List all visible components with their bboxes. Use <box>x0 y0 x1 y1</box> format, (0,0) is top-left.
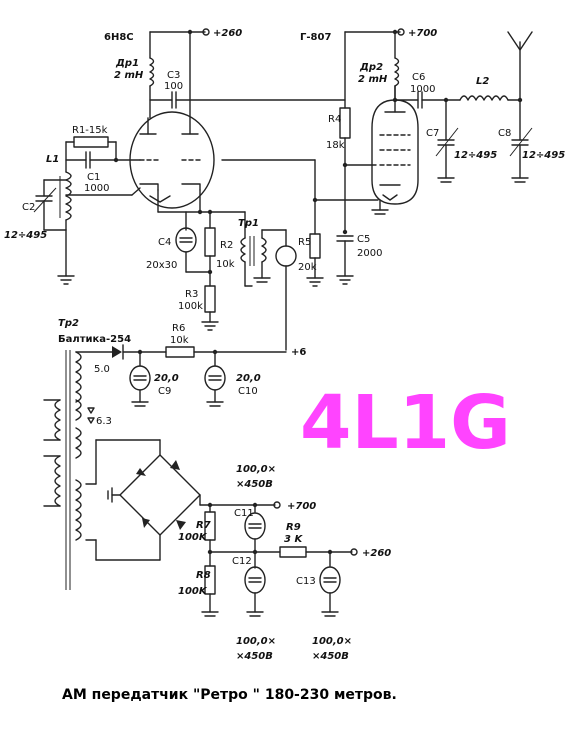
r2-label: R2 <box>220 240 233 251</box>
tube-g807 <box>371 85 419 205</box>
c4-label: C4 <box>158 237 171 248</box>
c10-value: 20,0 <box>236 373 261 384</box>
c9-value: 20,0 <box>154 373 179 384</box>
dr2-value: 2 mH <box>358 74 388 85</box>
c2-value: 12÷495 <box>4 230 47 241</box>
bridge-rectifier <box>119 454 201 536</box>
r5-label: R5 <box>298 237 311 248</box>
supply-260-label: +260 <box>213 28 242 39</box>
c6-label: C6 <box>412 72 425 83</box>
c3-label: C3 <box>167 70 180 81</box>
dr1-value: 2 mH <box>114 70 144 81</box>
r3-value: 100k <box>178 301 203 312</box>
c8-value: 12÷495 <box>522 150 565 161</box>
r9-value: 3 K <box>284 534 303 545</box>
v63-label: 6.3 <box>96 416 112 427</box>
supply-700-ps-label: +700 <box>287 501 316 512</box>
c11-value1: 100,0× <box>236 464 276 475</box>
c12-label: C12 <box>232 556 252 567</box>
c6-value: 1000 <box>410 84 435 95</box>
c11-value2: ×450В <box>236 479 273 490</box>
r9-label: R9 <box>286 522 301 533</box>
tube2-label: Г-807 <box>300 32 331 43</box>
dr1-label: Др1 <box>115 58 139 69</box>
tube-6n8s <box>129 99 215 209</box>
c10-label: C10 <box>238 386 258 397</box>
r2-value: 10k <box>216 259 235 270</box>
l2-label: L2 <box>476 76 489 87</box>
r7-label: R7 <box>196 520 211 531</box>
c2-label: C2 <box>22 202 35 213</box>
r3-label: R3 <box>185 289 198 300</box>
l1-label: L1 <box>46 154 59 165</box>
r6-label: R6 <box>172 323 185 334</box>
r8-label: R8 <box>196 570 211 581</box>
supply-260-ps-label: +260 <box>362 548 391 559</box>
c1-value: 1000 <box>84 183 109 194</box>
c12-value2: ×450В <box>236 651 273 662</box>
c13-label: C13 <box>296 576 316 587</box>
r4-value: 18k <box>326 140 345 151</box>
c12-value1: 100,0× <box>236 636 276 647</box>
tr1-label: Tp1 <box>238 218 259 229</box>
r5-value: 20k <box>298 262 317 273</box>
tube1-label: 6Н8С <box>104 32 134 43</box>
supply-6-label: +6 <box>291 347 306 358</box>
c7-value: 12÷495 <box>454 150 497 161</box>
tr2-model: Балтика-254 <box>58 334 131 345</box>
v50-label: 5.0 <box>94 364 110 375</box>
c13-value2: ×450В <box>312 651 349 662</box>
dr2-label: Др2 <box>359 62 383 73</box>
supply-700-label: +700 <box>408 28 437 39</box>
r4-label: R4 <box>328 114 341 125</box>
caption-text: АМ передатчик "Ретро " 180-230 метров. <box>62 687 397 703</box>
c5-label: C5 <box>357 234 370 245</box>
tr2-label: Tp2 <box>58 318 79 329</box>
r6-value: 10k <box>170 335 189 346</box>
c7-label: C7 <box>426 128 439 139</box>
c5-value: 2000 <box>357 248 382 259</box>
r7-value: 100K <box>178 532 208 543</box>
callsign-text: 4L1G <box>300 380 511 466</box>
c11-label: C11 <box>234 508 254 519</box>
c8-label: C8 <box>498 128 511 139</box>
c13-value1: 100,0× <box>312 636 352 647</box>
c4-value: 20x30 <box>146 260 177 271</box>
c9-label: C9 <box>158 386 171 397</box>
c3-value: 100 <box>164 81 183 92</box>
c1-label: C1 <box>87 172 100 183</box>
r8-value: 100K <box>178 586 208 597</box>
r1-label: R1-15k <box>72 125 108 136</box>
